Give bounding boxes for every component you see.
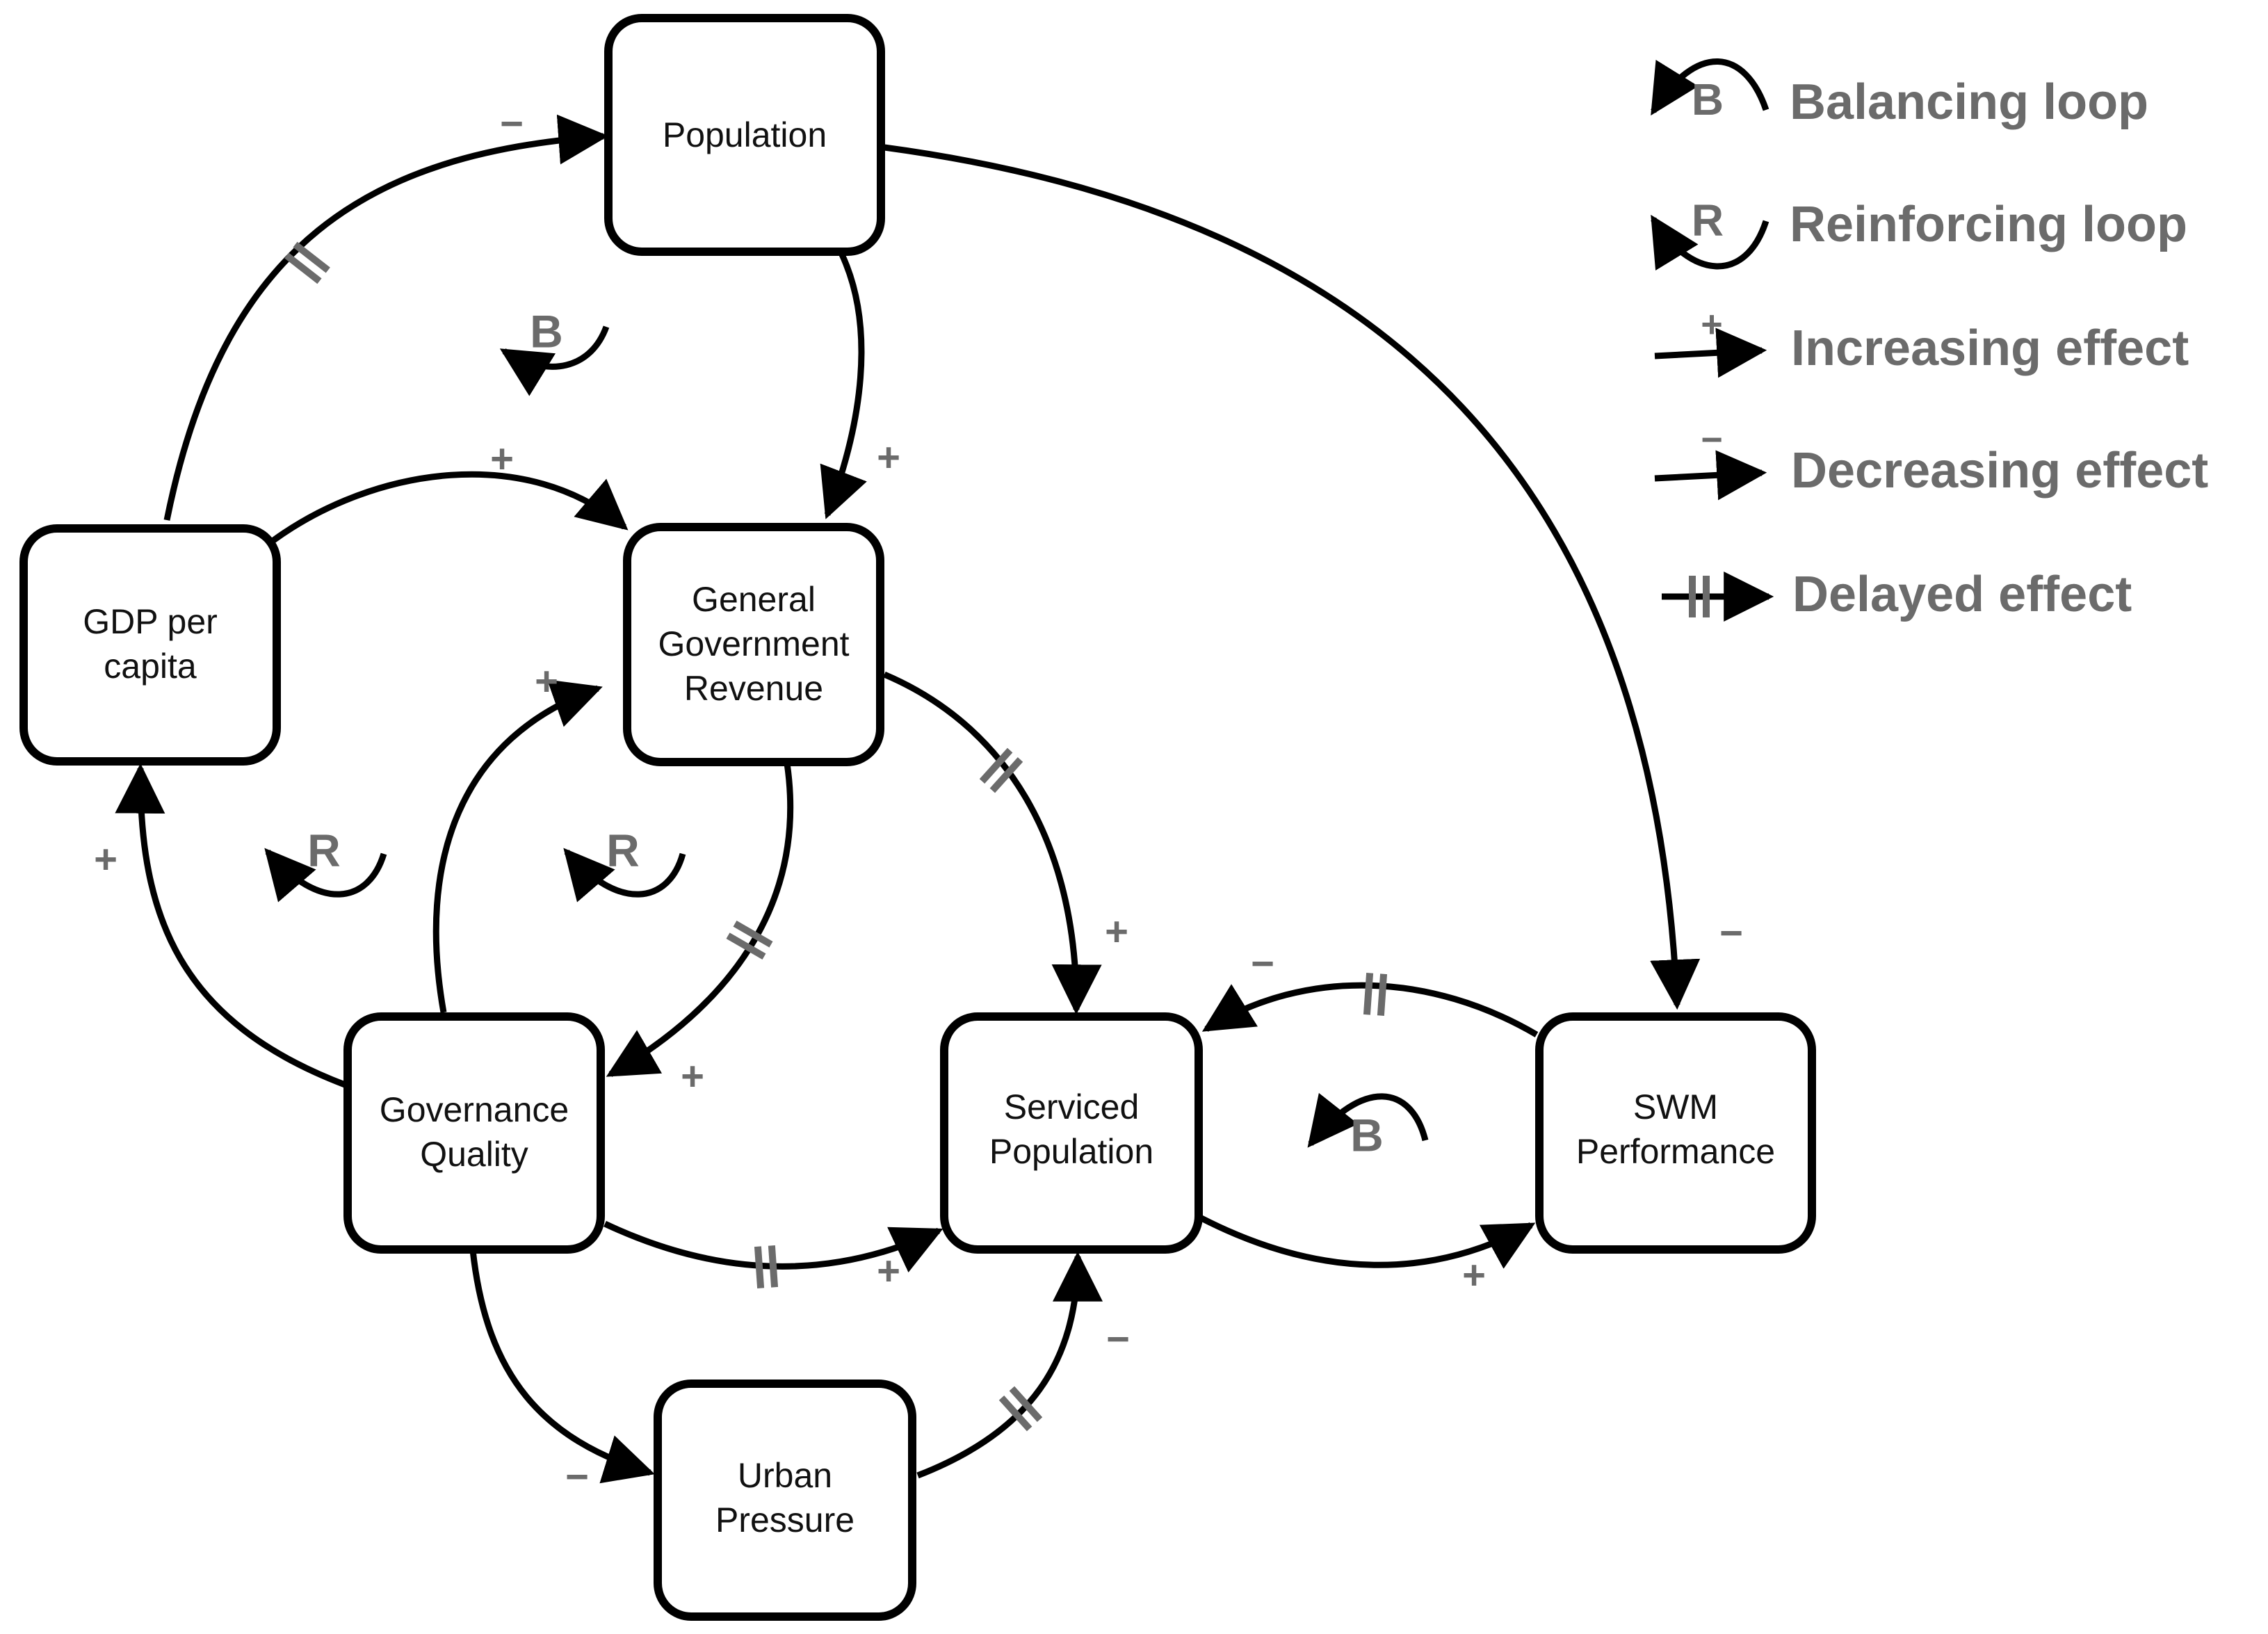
loop-indicator-middle: R — [563, 824, 686, 903]
polarity-revenue-to-governance: + — [681, 1053, 704, 1099]
node-population: Population — [604, 14, 885, 256]
legend: B Balancing loop R Reinforcing loop + In… — [1651, 58, 2208, 622]
edge-governance-to-revenue — [432, 679, 603, 1013]
delay-marks — [284, 241, 1388, 1432]
svg-text:Government: Government — [658, 624, 849, 663]
svg-text:GDP per: GDP per — [83, 602, 218, 641]
legend-increasing-symbol: + — [1701, 303, 1723, 345]
legend-balancing-label: Balancing loop — [1790, 74, 2148, 130]
loop-indicator-top: B — [499, 305, 610, 396]
svg-text:General: General — [692, 580, 816, 619]
edge-governance-to-urban — [469, 1249, 655, 1484]
svg-text:Population: Population — [663, 115, 827, 154]
polarity-governance-to-urban: − — [565, 1454, 589, 1499]
edge-urban-to-serviced — [916, 1251, 1103, 1479]
polarity-gdp-to-revenue: + — [490, 436, 514, 481]
legend-decreasing-symbol: − — [1701, 419, 1723, 460]
node-serviced-population: Serviced Population — [940, 1012, 1203, 1254]
node-general-government-revenue: General Government Revenue — [623, 523, 884, 766]
edges — [115, 114, 1701, 1484]
polarity-serviced-to-swm: + — [1462, 1252, 1486, 1297]
delay-mark — [284, 241, 330, 284]
polarity-governance-to-serviced: + — [877, 1248, 900, 1293]
svg-text:SWM: SWM — [1633, 1087, 1718, 1126]
edge-gdp-to-population — [163, 114, 609, 521]
svg-text:Performance: Performance — [1576, 1132, 1775, 1171]
polarity-labels: − + − + + + + + + − − − + — [94, 101, 1743, 1499]
legend-balancing-loop: B Balancing loop — [1651, 58, 2148, 130]
edge-governance-to-gdp — [115, 763, 346, 1088]
loop-indicator-right: B — [1307, 1092, 1429, 1160]
legend-reinforcing-symbol: R — [1692, 195, 1724, 245]
edge-serviced-to-swm — [1199, 1215, 1536, 1269]
node-urban-pressure: Urban Pressure — [654, 1380, 916, 1621]
loop-label-top: B — [530, 305, 563, 357]
delay-mark — [998, 1386, 1043, 1432]
loop-label-middle: R — [606, 824, 640, 875]
polarity-gdp-to-population: − — [500, 101, 524, 146]
polarity-governance-to-revenue: + — [535, 658, 558, 704]
edge-revenue-to-governance — [606, 763, 794, 1077]
legend-balancing-symbol: B — [1692, 74, 1724, 124]
svg-text:Urban: Urban — [738, 1456, 832, 1495]
svg-text:capita: capita — [104, 647, 197, 686]
legend-decreasing-effect: − Decreasing effect — [1654, 419, 2208, 501]
delay-mark — [726, 921, 773, 960]
edge-governance-to-serviced — [604, 1220, 943, 1273]
polarity-population-to-revenue: + — [877, 435, 900, 480]
legend-delay-mark — [1689, 576, 1710, 617]
delay-mark — [979, 747, 1023, 793]
svg-text:Pressure: Pressure — [715, 1500, 854, 1539]
edge-gdp-to-revenue — [270, 471, 629, 544]
legend-decreasing-label: Decreasing effect — [1791, 443, 2208, 499]
legend-increasing-effect: + Increasing effect — [1654, 303, 2189, 378]
edge-population-to-revenue — [820, 252, 867, 519]
polarity-governance-to-gdp: + — [94, 836, 118, 882]
edge-revenue-to-serviced — [883, 671, 1102, 1015]
svg-text:Population: Population — [989, 1132, 1153, 1171]
node-swm-performance: SWM Performance — [1535, 1012, 1816, 1254]
svg-text:Governance: Governance — [380, 1090, 569, 1129]
node-gdp-per-capita: GDP per capita — [19, 524, 281, 766]
loop-label-left: R — [307, 824, 341, 875]
polarity-swm-to-serviced: − — [1251, 941, 1274, 986]
delay-mark — [754, 1245, 779, 1288]
svg-text:Revenue: Revenue — [684, 669, 823, 708]
legend-reinforcing-loop: R Reinforcing loop — [1651, 195, 2187, 271]
legend-delayed-label: Delayed effect — [1792, 567, 2132, 622]
legend-delayed-effect: Delayed effect — [1662, 567, 2132, 622]
svg-text:Quality: Quality — [420, 1135, 528, 1174]
node-governance-quality: Governance Quality — [343, 1012, 605, 1254]
polarity-revenue-to-serviced: + — [1105, 909, 1128, 954]
loop-indicator-left: R — [264, 824, 387, 903]
delay-mark — [1363, 973, 1388, 1016]
polarity-urban-to-serviced: − — [1106, 1316, 1130, 1361]
edge-population-to-swm — [884, 144, 1701, 1010]
polarity-population-to-swm: − — [1719, 910, 1743, 955]
legend-reinforcing-label: Reinforcing loop — [1790, 197, 2187, 252]
legend-increasing-label: Increasing effect — [1791, 321, 2189, 376]
svg-text:Serviced: Serviced — [1004, 1087, 1140, 1126]
loop-label-right: B — [1350, 1109, 1384, 1160]
